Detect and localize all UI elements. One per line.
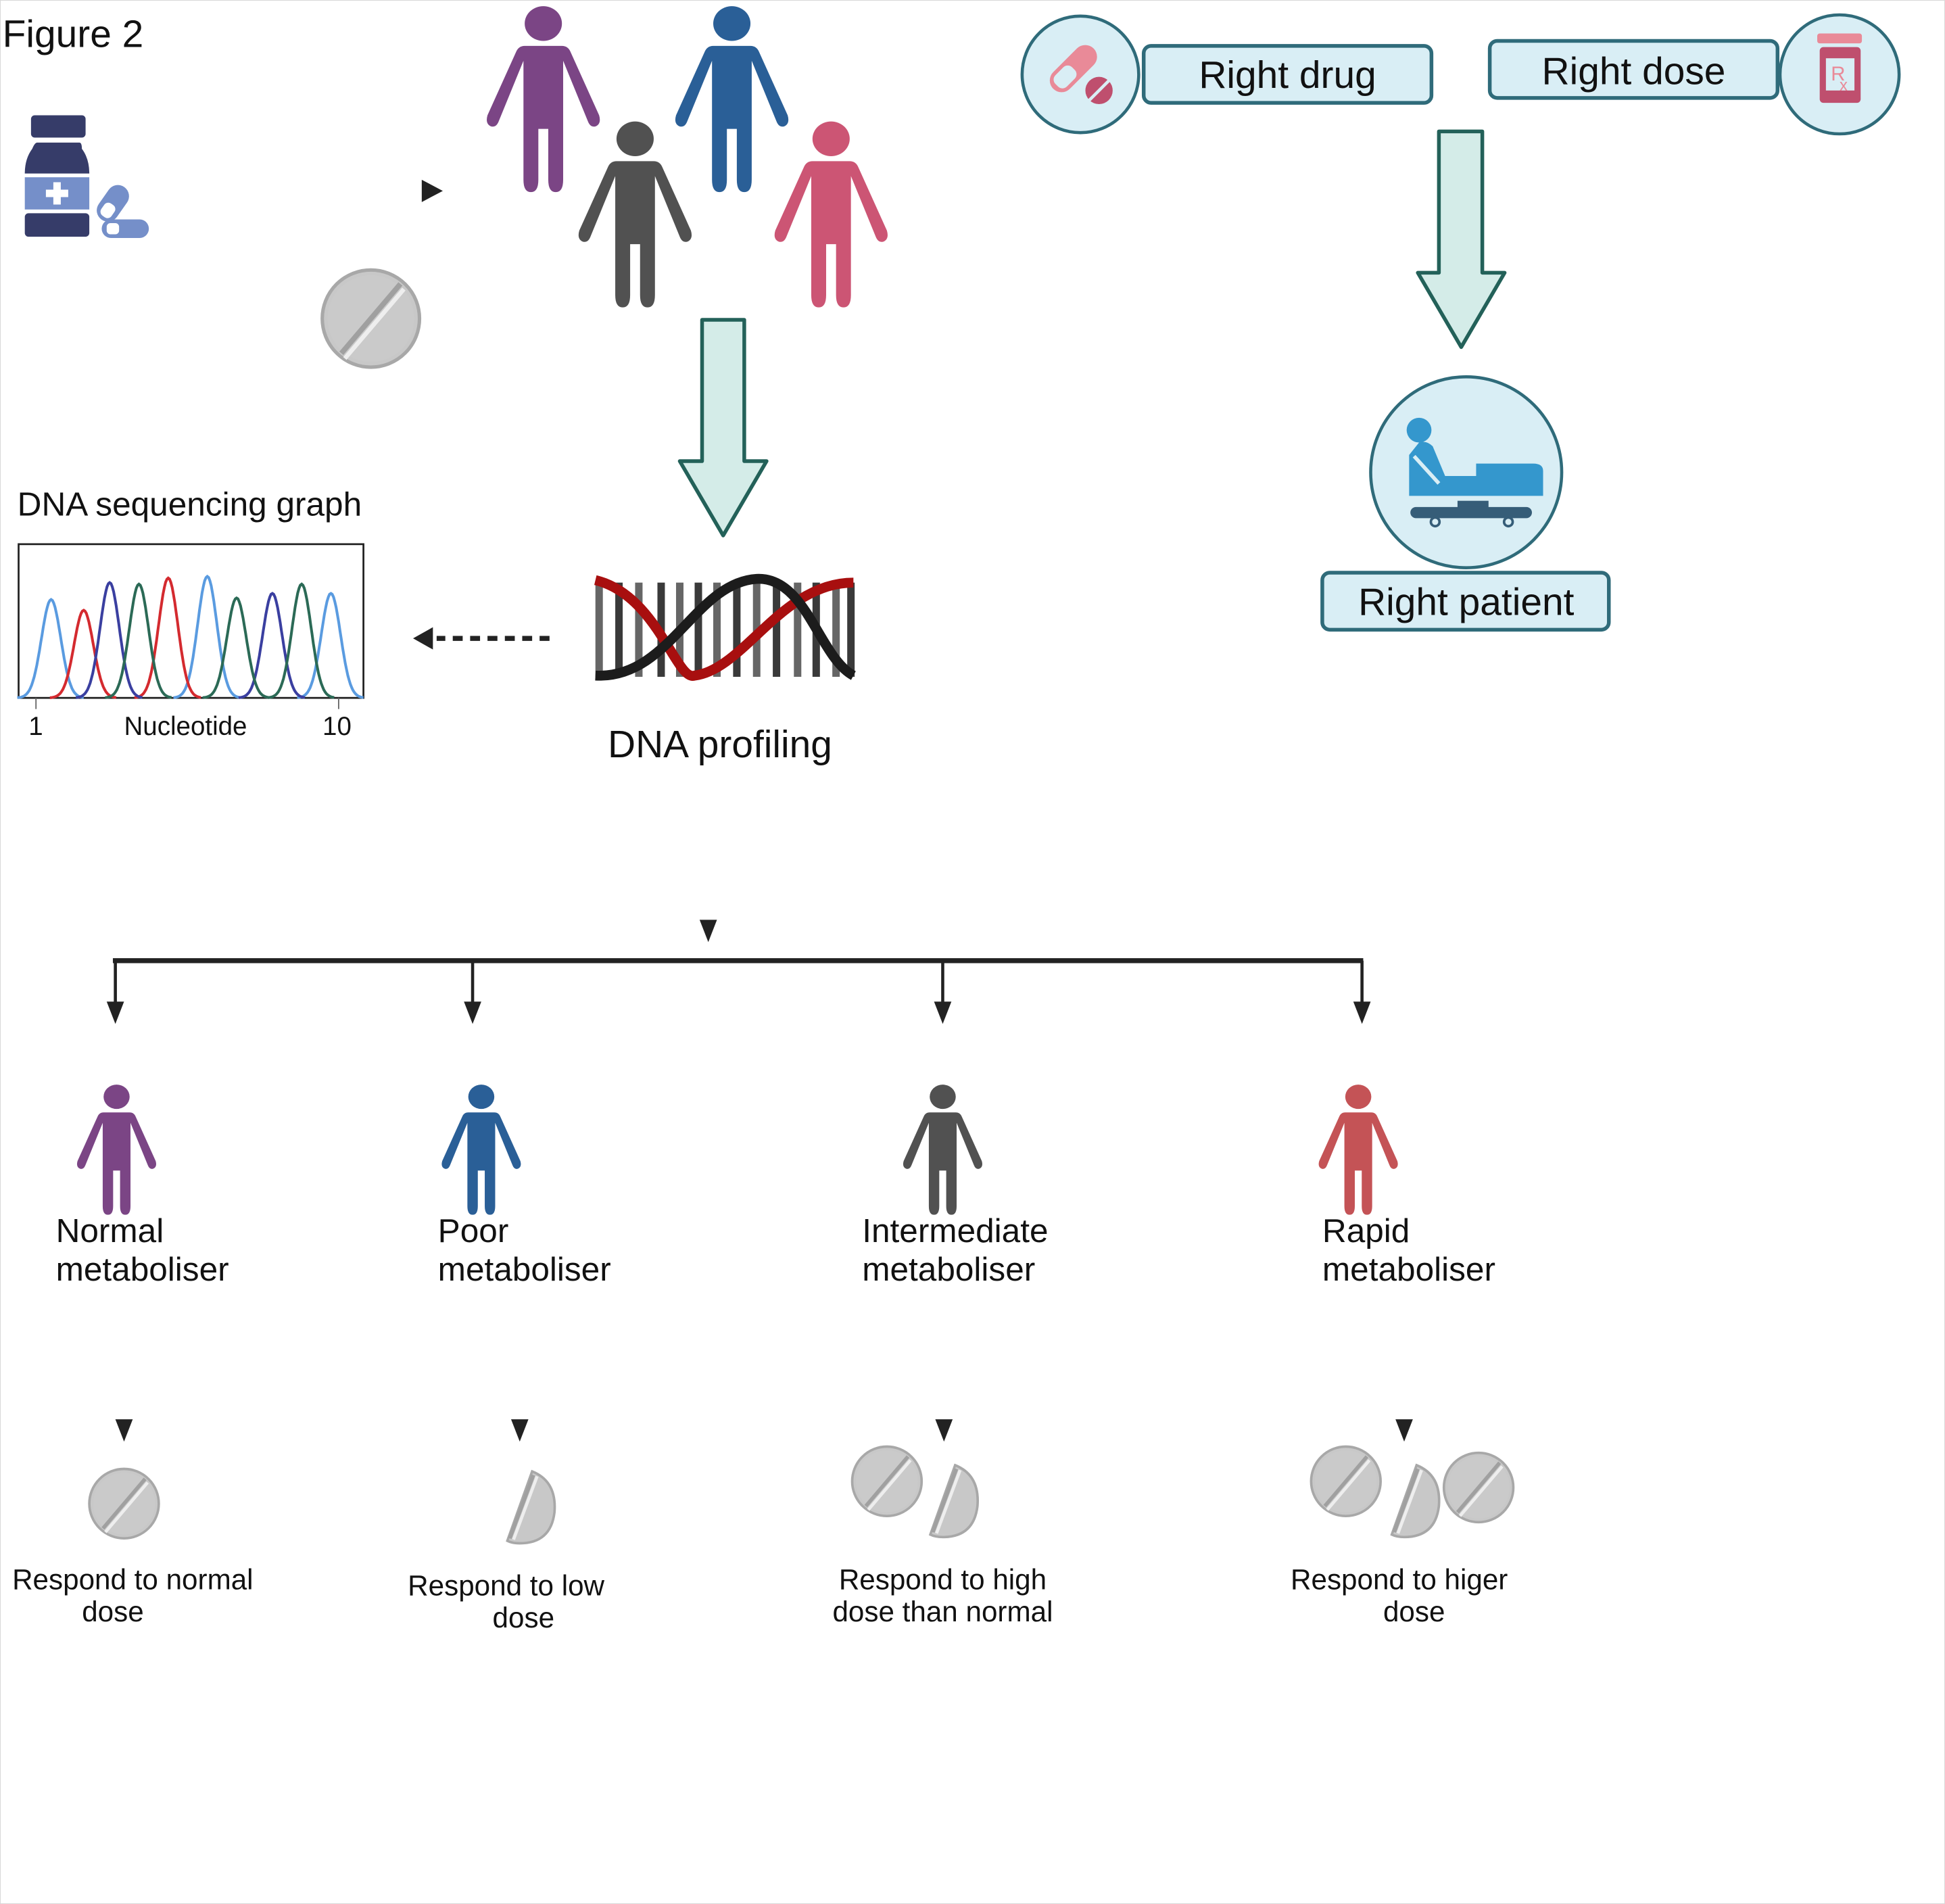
person-purple-icon xyxy=(487,6,600,193)
dose-tablets-icon xyxy=(1311,1447,1513,1538)
arrow-to-population xyxy=(223,179,443,202)
response-text-line1: Respond to low xyxy=(408,1570,604,1602)
four-people-icon xyxy=(487,6,888,308)
dotted-arrow-to-graph xyxy=(412,627,550,650)
phenotype-label-line2: metaboliser xyxy=(438,1251,611,1288)
sequence-peak-navy-1 xyxy=(75,581,143,699)
phenotype-label-line1: Poor xyxy=(438,1212,509,1250)
response-arrowhead xyxy=(935,1419,953,1442)
metaboliser-person-icon xyxy=(76,1085,157,1215)
half-tablet-icon xyxy=(507,1471,554,1543)
response-text-line1: Respond to high xyxy=(839,1563,1047,1595)
response-text-line2: dose xyxy=(82,1596,143,1627)
phenotype-label-line1: Rapid xyxy=(1322,1212,1410,1250)
phenotype-label-line2: metaboliser xyxy=(56,1251,229,1288)
phenotype-label-line2: metaboliser xyxy=(862,1251,1035,1288)
dose-tablets-icon xyxy=(853,1447,978,1538)
right-drug-box xyxy=(1141,44,1434,105)
prescription-bottle-icon: R x xyxy=(1817,33,1863,103)
metaboliser-person-icon xyxy=(1318,1085,1398,1215)
phenotype-label-line2: metaboliser xyxy=(1322,1251,1495,1288)
dna-base-pair xyxy=(615,582,623,677)
capsule-and-tablet-icon xyxy=(1049,45,1113,104)
metaboliser-person-icon xyxy=(903,1085,982,1215)
dna-base-pair xyxy=(847,582,855,677)
whole-tablet-icon xyxy=(1444,1453,1514,1523)
right-patient-box xyxy=(1320,571,1611,632)
response-text-line2: dose than normal xyxy=(832,1596,1053,1627)
person-blue-icon xyxy=(675,6,789,193)
sequencing-graph: 1 Nucleotide 10 xyxy=(17,543,364,741)
metaboliser-person-icon xyxy=(441,1085,521,1215)
tick-label-1: 1 xyxy=(28,712,43,741)
dose-tablets-icon xyxy=(89,1469,159,1539)
branch-arrowhead-4 xyxy=(1353,1001,1371,1024)
medicine-bottle-and-capsules-icon xyxy=(24,115,149,238)
sequencing-graph-title: DNA sequencing graph xyxy=(18,486,362,523)
branch-arrowhead-1 xyxy=(106,1001,124,1024)
response-arrowhead xyxy=(510,1419,529,1442)
sequence-peak-red-2 xyxy=(134,576,201,699)
dna-base-pair xyxy=(733,582,741,677)
right-dose-box xyxy=(1487,39,1780,100)
dna-base-pair xyxy=(794,582,802,677)
x-axis-label: Nucleotide xyxy=(124,712,247,741)
half-tablet-icon xyxy=(930,1465,978,1537)
right-patient-label: Right patient xyxy=(1358,581,1574,623)
patient-bed-icon xyxy=(1406,417,1543,528)
response-text-line1: Respond to normal xyxy=(12,1563,253,1595)
big-arrow-to-patient xyxy=(1416,129,1507,350)
sequence-peak-green-2 xyxy=(202,596,270,699)
right-dose-label: Right dose xyxy=(1542,51,1726,93)
branch-connector xyxy=(106,958,1371,1024)
response-text-line2: dose xyxy=(493,1602,554,1634)
whole-tablet-icon xyxy=(89,1469,159,1539)
whole-tablet-icon xyxy=(853,1447,922,1517)
sequence-peak-light-blue-3 xyxy=(297,592,364,699)
whole-tablet-icon xyxy=(1311,1447,1380,1517)
rx-glyph: R xyxy=(1831,63,1845,85)
dna-base-pair xyxy=(635,582,643,677)
right-drug-group: Right drug xyxy=(1020,14,1434,135)
response-text-line1: Respond to higer xyxy=(1291,1563,1508,1595)
sequence-peak-red-1 xyxy=(49,609,117,699)
dna-profiling-label: DNA profiling xyxy=(608,723,832,766)
tick-label-10: 10 xyxy=(322,712,352,741)
phenotype-label-line1: Normal xyxy=(56,1212,164,1250)
dna-base-pair xyxy=(694,582,702,677)
dna-double-helix-icon xyxy=(594,573,857,681)
dna-base-pair xyxy=(595,582,603,677)
dna-base-pair xyxy=(713,582,721,677)
response-arrowhead xyxy=(115,1419,133,1442)
rx-glyph-x: x xyxy=(1840,76,1848,95)
right-dose-group: Right dose R x xyxy=(1487,13,1901,136)
sequence-peak-green-1 xyxy=(105,582,172,699)
dna-base-pair xyxy=(832,582,840,677)
sequence-peak-light-blue-2 xyxy=(173,574,241,699)
right-patient-group: Right patient xyxy=(1320,375,1611,632)
dna-base-pair xyxy=(773,582,781,677)
sequence-peak-navy-2 xyxy=(238,592,306,699)
sequence-peak-light-blue-1 xyxy=(17,598,85,699)
tablet-icon xyxy=(322,270,420,367)
sequence-peak-green-3 xyxy=(267,582,335,699)
half-tablet-icon xyxy=(1392,1465,1439,1537)
response-text-line2: dose xyxy=(1383,1596,1445,1627)
branch-arrowhead-3 xyxy=(934,1001,952,1024)
phenotype-label-line1: Intermediate xyxy=(862,1212,1048,1250)
big-arrow-to-dna xyxy=(677,318,769,538)
figure-title: Figure 2 xyxy=(3,14,144,56)
person-pink-icon xyxy=(774,121,888,308)
person-gray-icon xyxy=(578,121,692,308)
arrow-to-phenotypes xyxy=(699,811,717,943)
branch-arrowhead-2 xyxy=(464,1001,481,1024)
response-arrowhead xyxy=(1395,1419,1413,1442)
right-drug-label: Right drug xyxy=(1199,54,1376,97)
dose-tablets-icon xyxy=(507,1471,554,1543)
